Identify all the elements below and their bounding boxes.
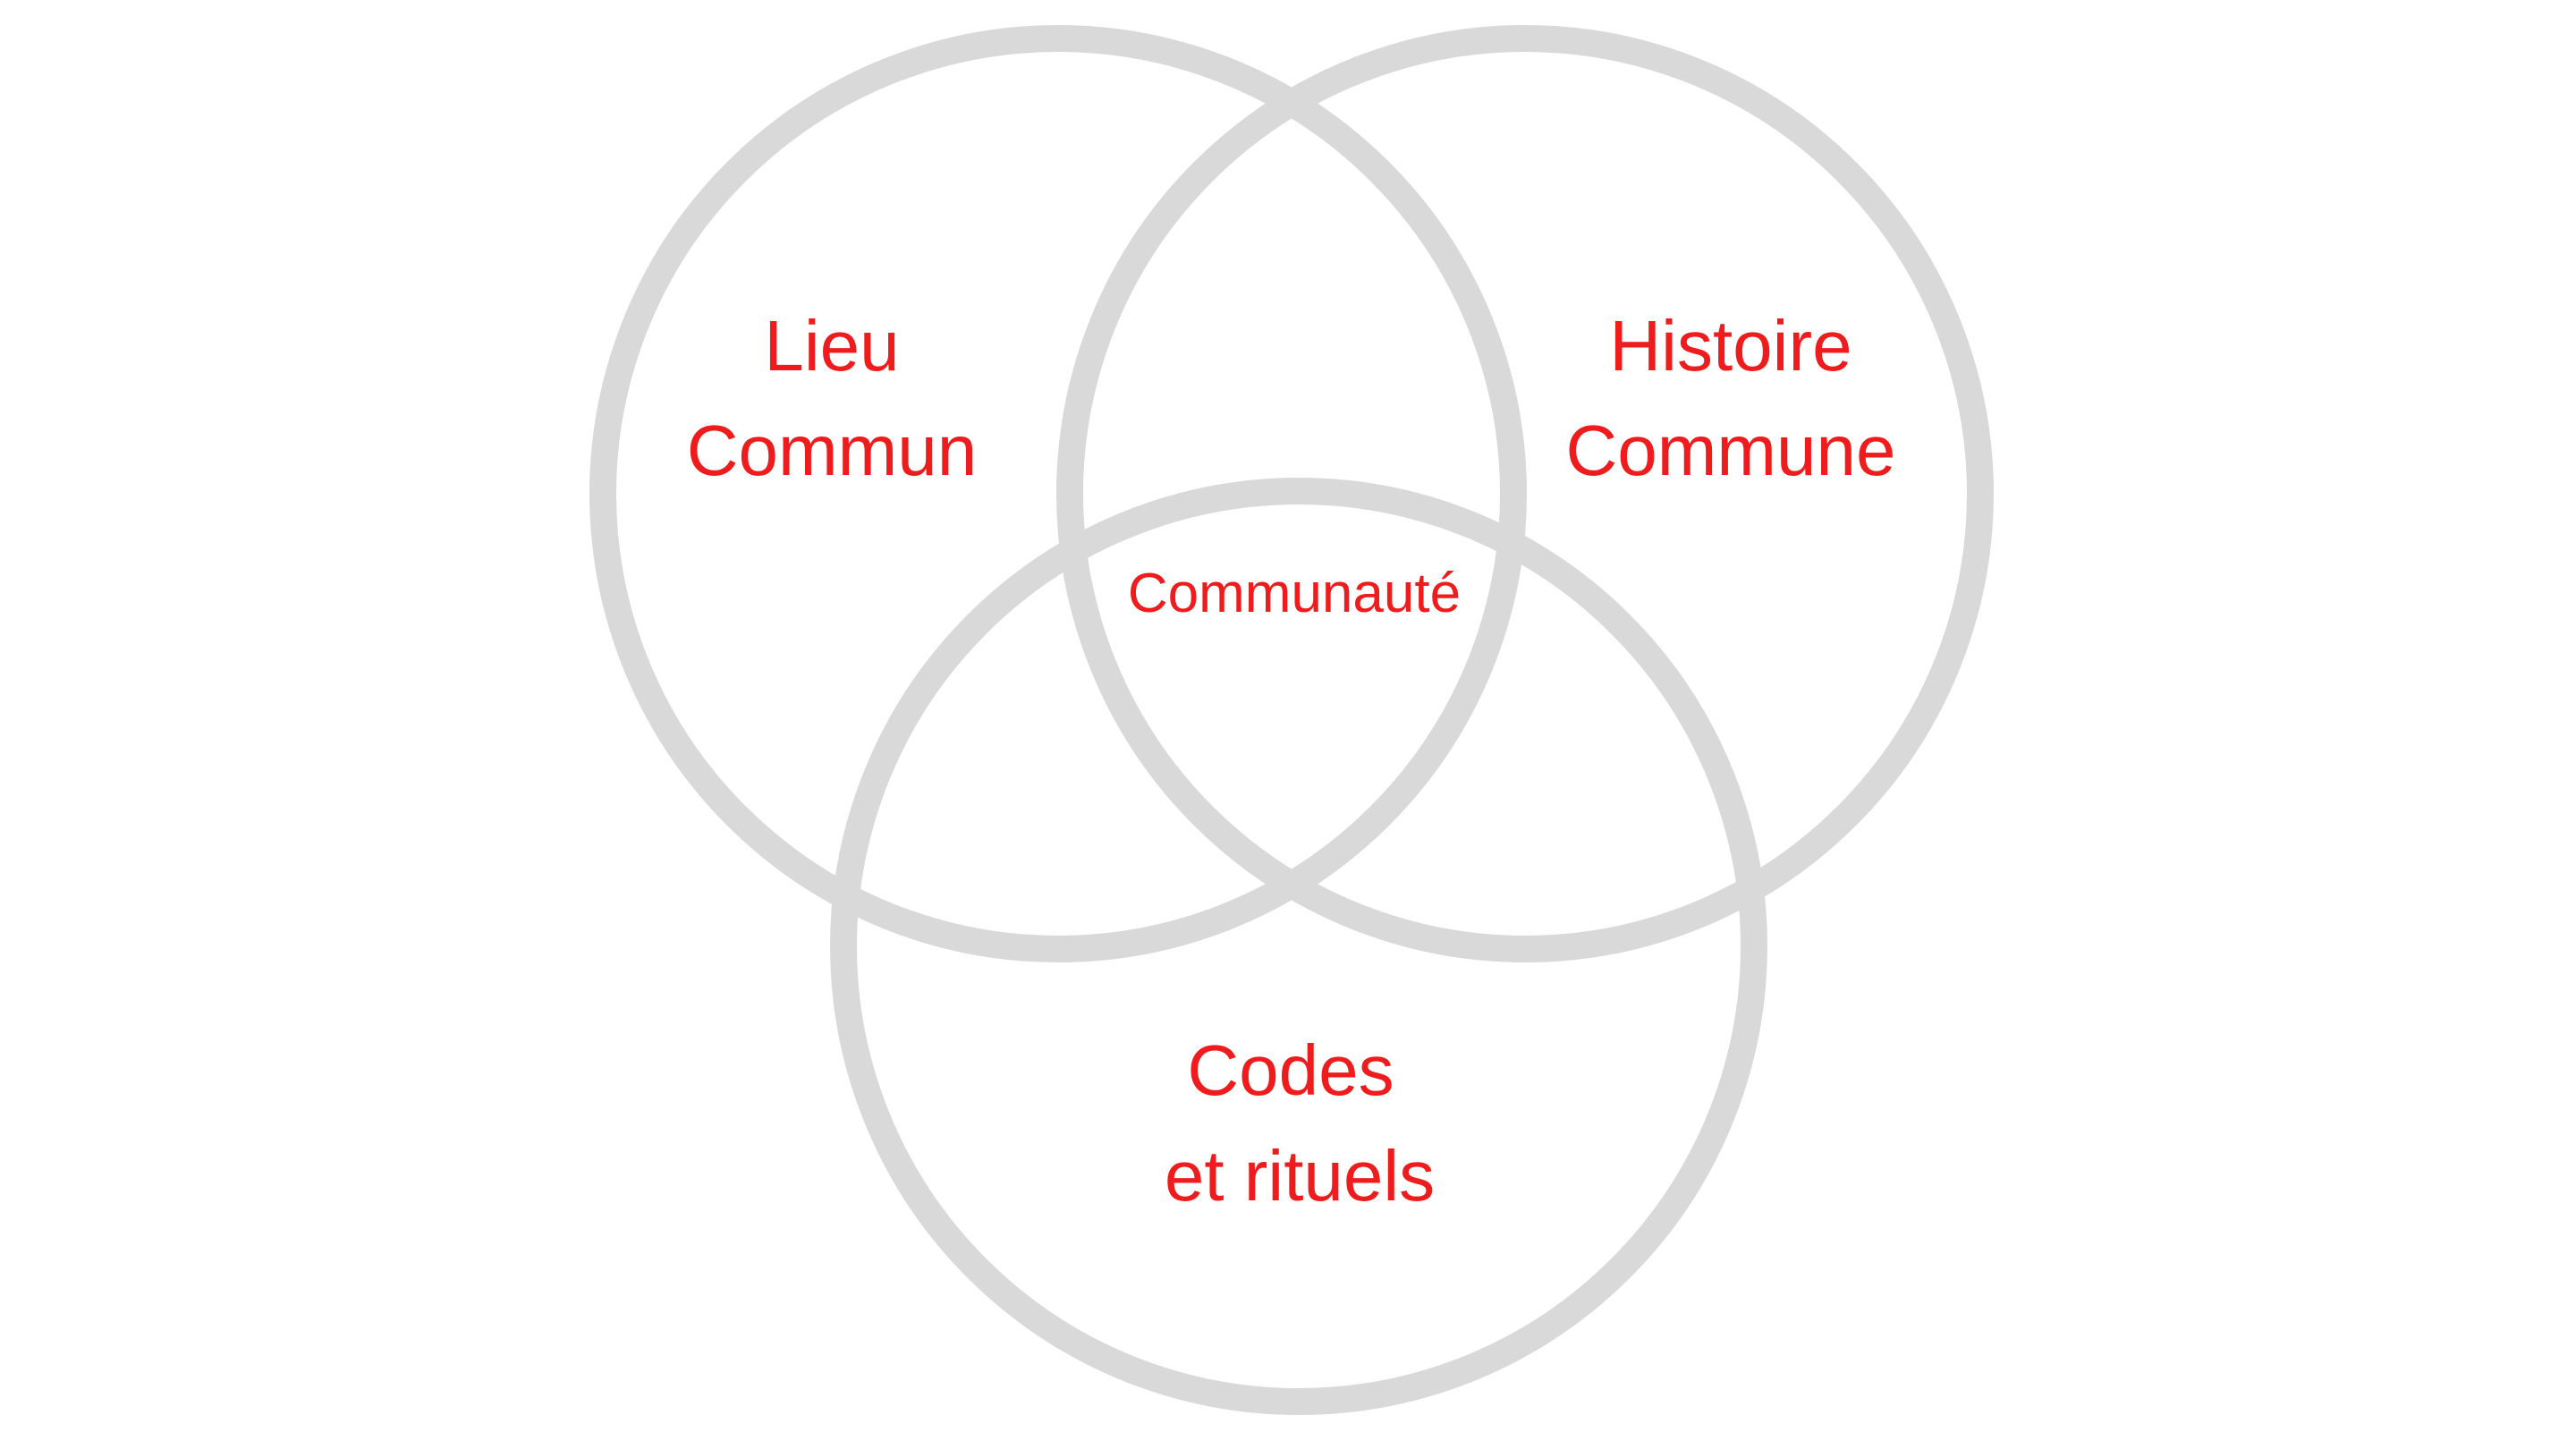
label-codes-line2: et rituels bbox=[1165, 1136, 1435, 1216]
label-codes-line1: Codes bbox=[1187, 1030, 1394, 1110]
label-center-communaute: Communauté bbox=[1128, 563, 1461, 624]
label-lieu-line1: Lieu bbox=[764, 306, 899, 386]
label-histoire-line2: Commune bbox=[1565, 411, 1895, 490]
circle-histoire-commune bbox=[1056, 25, 1994, 962]
circle-lieu-commun bbox=[589, 25, 1527, 962]
label-histoire-line1: Histoire bbox=[1609, 306, 1852, 386]
circle-codes-et-rituels bbox=[830, 478, 1767, 1415]
label-lieu-line2: Commun bbox=[687, 411, 978, 490]
